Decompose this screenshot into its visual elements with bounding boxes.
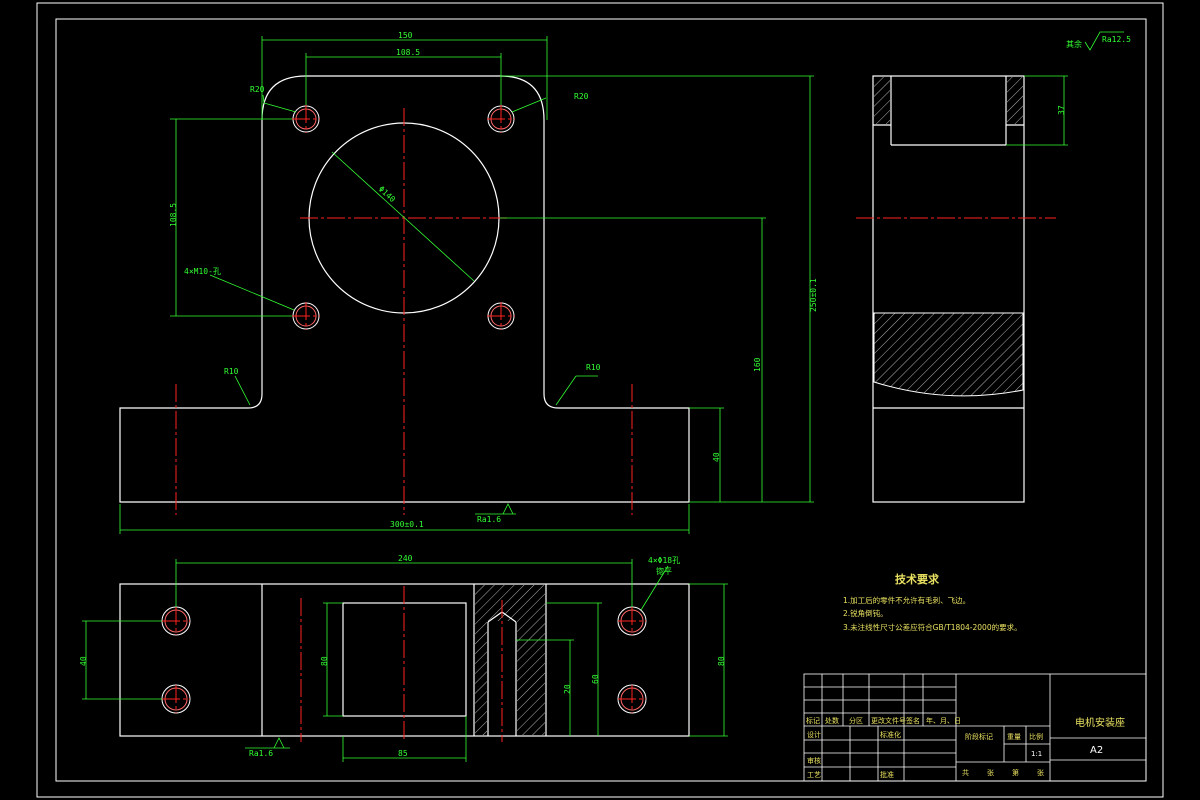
tb-label-mark: 标记 — [806, 716, 820, 725]
dim-radius-right: R20 — [574, 92, 589, 101]
dim-width-top: 150 — [398, 31, 413, 40]
dim-top-hole-spacing: 240 — [398, 554, 413, 563]
tb-stage: 阶段标记 — [965, 732, 993, 741]
dim-center-height: 160 — [753, 357, 762, 372]
dim-base-height: 40 — [712, 452, 721, 462]
dim-right-width: 80 — [717, 656, 726, 666]
dim-thread-holes: 4×M10-孔 — [184, 267, 221, 276]
notes-item-2: 2.锐角倒钝。 — [843, 608, 888, 618]
side-view: 37 — [856, 75, 1068, 503]
top-hatch-left — [475, 621, 487, 735]
sheet-border — [36, 2, 1164, 798]
top-view: 240 4×Φ18孔 锪平 40 80 85 20 60 80 Ra1.6 — [79, 554, 728, 762]
top-hatch-right — [517, 621, 545, 735]
tb-drawing-name: 电机安装座 — [1075, 716, 1125, 729]
tb-sheet-unit-2: 张 — [1037, 768, 1044, 777]
dim-note-holes-1: 4×Φ18孔 — [648, 556, 680, 565]
dim-circle-diameter: Φ140 — [377, 184, 397, 204]
dim-fillet-right: R10 — [586, 363, 601, 372]
dim-slot-depth: 60 — [591, 674, 600, 684]
dim-top-depth: 37 — [1057, 105, 1066, 115]
dim-inner-left: 80 — [320, 656, 329, 666]
tb-design: 设计 — [807, 730, 821, 739]
tb-scale: 比例 — [1029, 732, 1043, 741]
tb-standard: 标准化 — [880, 730, 901, 739]
roughness-default: 其余 Ra12.5 — [1066, 31, 1131, 51]
tb-process: 工艺 — [807, 771, 821, 779]
notes-item-3: 3.未注线性尺寸公差应符合GB/T1804-2000的要求。 — [843, 622, 1022, 632]
tb-label-date: 年、月、日 — [926, 716, 961, 725]
dim-vertical-hole-spacing: 108.5 — [169, 203, 178, 227]
notes-title: 技术要求 — [895, 572, 940, 586]
dim-slot-width: 85 — [398, 749, 408, 758]
notes-item-1: 1.加工后的零件不允许有毛刺、飞边。 — [843, 595, 970, 605]
tb-weight: 重量 — [1007, 733, 1021, 741]
roughness-top-view: Ra1.6 — [249, 749, 273, 758]
tb-approve: 批准 — [880, 770, 894, 779]
dim-hole-spacing-top: 108.5 — [396, 48, 420, 57]
tb-label-count: 处数 — [825, 716, 839, 725]
dim-fillet-left: R10 — [224, 367, 239, 376]
side-hatch-left — [874, 77, 890, 124]
tb-drawing-code: A2 — [1090, 745, 1103, 756]
side-hatch-right — [1007, 77, 1023, 124]
dim-left-spacing: 40 — [79, 656, 88, 666]
dim-slot-height: 20 — [563, 684, 572, 694]
technical-notes: 技术要求 1.加工后的零件不允许有毛刺、飞边。 2.锐角倒钝。 3.未注线性尺寸… — [843, 572, 1022, 632]
dim-total-width: 300±0.1 — [390, 520, 424, 529]
tb-sheet-num: 第 — [1012, 768, 1019, 777]
front-view: 150 108.5 R20 R20 Φ140 108.5 4×M10-孔 R10… — [119, 31, 818, 534]
roughness-default-value: Ra12.5 — [1102, 35, 1131, 44]
dim-radius-left: R20 — [250, 85, 265, 94]
side-hatch-section — [873, 312, 1024, 397]
tb-label-change-doc: 更改文件号 — [871, 716, 906, 725]
roughness-default-prefix: 其余 — [1066, 39, 1082, 49]
dim-note-holes-2: 锪平 — [656, 566, 672, 576]
tb-sheet-total: 共 — [962, 768, 969, 777]
tb-sheet-unit-1: 张 — [987, 768, 994, 777]
tb-scale-value: 1:1 — [1031, 750, 1042, 758]
roughness-bottom: Ra1.6 — [477, 515, 501, 524]
tb-review: 审核 — [807, 756, 821, 765]
front-centerlines — [175, 105, 633, 515]
top-hatch-upper — [475, 585, 545, 621]
tb-label-zone: 分区 — [849, 716, 863, 725]
tb-label-sign: 签名 — [906, 716, 920, 725]
front-dimension-lines — [119, 36, 814, 534]
dim-total-height: 250±0.1 — [809, 278, 818, 312]
title-block: 标记 处数 分区 更改文件号 签名 年、月、日 设计 标准化 审核 工艺 批准 … — [803, 673, 1147, 782]
